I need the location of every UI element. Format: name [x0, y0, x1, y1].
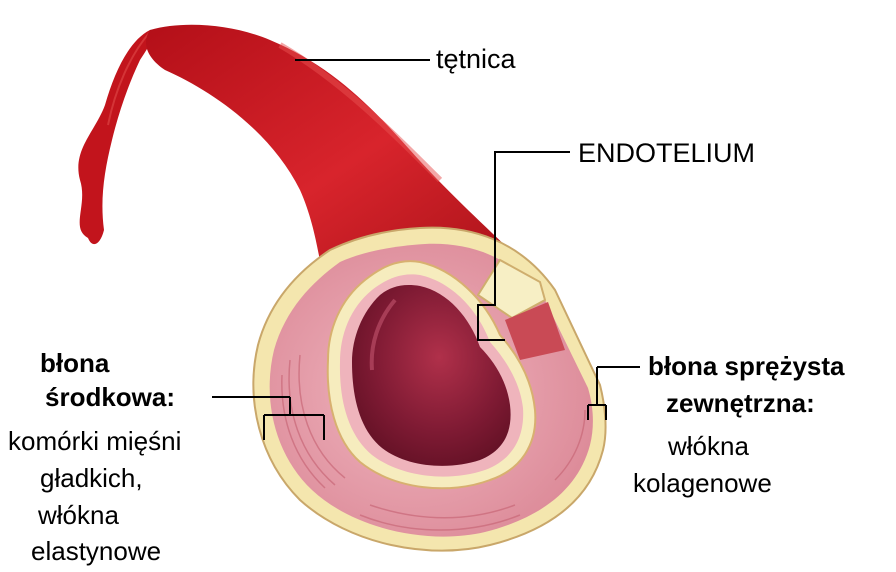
label-tunica-externa-desc-2: kolagenowe	[633, 470, 772, 496]
label-tunica-media-desc-4: elastynowe	[31, 538, 161, 564]
label-tunica-media-title-2: środkowa:	[45, 384, 175, 410]
label-tunica-externa-desc-1: włókna	[668, 433, 749, 459]
label-tunica-externa-title-1: błona sprężysta	[648, 353, 845, 379]
label-tunica-media-desc-1: komórki mięśni	[8, 428, 181, 454]
label-tunica-media-desc-2: gładkich,	[40, 465, 143, 491]
label-tunica-media-desc-3: włókna	[38, 502, 119, 528]
label-endothelium: ENDOTELIUM	[578, 140, 755, 167]
label-artery: tętnica	[436, 46, 516, 73]
label-tunica-externa-title-2: zewnętrzna:	[666, 390, 815, 416]
label-tunica-media-title-1: błona	[40, 350, 109, 376]
vessel-tail	[78, 30, 154, 244]
